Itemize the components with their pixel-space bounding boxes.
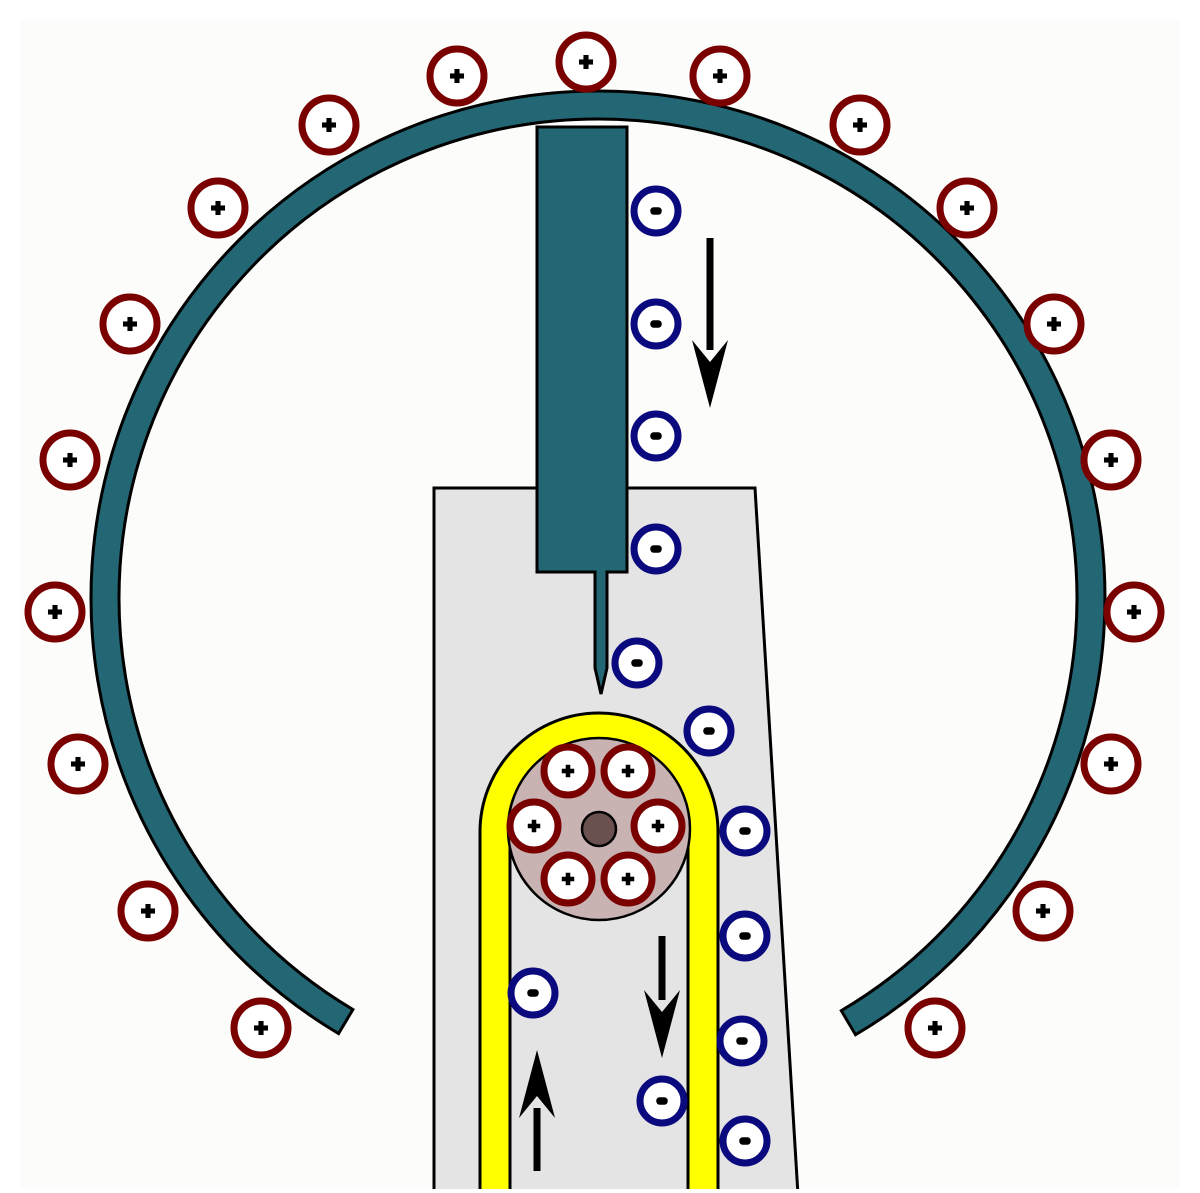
positive-charge xyxy=(117,880,179,942)
positive-charge xyxy=(230,997,292,1059)
negative-charge xyxy=(507,967,559,1019)
negative-charge xyxy=(719,805,771,857)
negative-charge xyxy=(630,410,682,462)
plus-sign-vertical xyxy=(583,54,589,70)
minus-sign xyxy=(650,545,662,553)
positive-charge xyxy=(540,743,596,799)
negative-charge xyxy=(611,637,663,689)
positive-charge xyxy=(1012,880,1074,942)
plus-sign-vertical xyxy=(1108,452,1114,468)
roller-hub xyxy=(580,810,618,848)
plus-sign-vertical xyxy=(326,117,332,133)
positive-charge xyxy=(47,733,109,795)
plus-sign-vertical xyxy=(52,604,58,620)
arrow-head xyxy=(692,340,728,408)
minus-sign xyxy=(650,432,662,440)
plus-sign-vertical xyxy=(145,903,151,919)
minus-sign xyxy=(631,659,643,667)
plus-sign-vertical xyxy=(258,1020,264,1036)
positive-charge xyxy=(540,851,596,907)
plus-sign-vertical xyxy=(565,764,571,778)
plus-sign-vertical xyxy=(932,1020,938,1036)
positive-charge xyxy=(904,997,966,1059)
minus-sign xyxy=(739,827,751,835)
minus-sign xyxy=(736,1037,748,1045)
plus-sign-vertical xyxy=(215,200,221,216)
positive-charge xyxy=(506,798,562,854)
positive-charge xyxy=(630,798,686,854)
positive-charge xyxy=(1103,581,1165,643)
minus-sign xyxy=(656,1097,668,1105)
plus-sign-vertical xyxy=(964,200,970,216)
plus-sign-vertical xyxy=(717,68,723,84)
plus-sign-vertical xyxy=(655,819,661,833)
arrow-head xyxy=(519,1050,555,1118)
positive-charge xyxy=(555,31,617,93)
plus-sign-vertical xyxy=(67,452,73,468)
negative-charge xyxy=(716,1015,768,1067)
positive-charge xyxy=(187,177,249,239)
positive-charge xyxy=(600,851,656,907)
positive-charge xyxy=(99,293,161,355)
up-arrow-icon xyxy=(519,1050,555,1171)
positive-charge xyxy=(1023,293,1085,355)
plus-sign-vertical xyxy=(1108,756,1114,772)
arrow-head xyxy=(644,990,680,1058)
negative-charge xyxy=(630,523,682,575)
plus-sign-vertical xyxy=(625,872,631,886)
positive-charge xyxy=(600,743,656,799)
minus-sign xyxy=(650,207,662,215)
positive-charge xyxy=(24,581,86,643)
positive-charge xyxy=(39,429,101,491)
positive-charge xyxy=(1080,733,1142,795)
negative-charge xyxy=(636,1075,688,1127)
collector-comb xyxy=(535,125,629,695)
charge-belt xyxy=(481,714,717,1193)
positive-charge xyxy=(936,177,998,239)
plus-sign-vertical xyxy=(75,756,81,772)
plus-sign-vertical xyxy=(531,819,537,833)
plus-sign-vertical xyxy=(625,764,631,778)
positive-charge xyxy=(426,45,488,107)
minus-sign xyxy=(650,320,662,328)
plus-sign-vertical xyxy=(1040,903,1046,919)
positive-charge xyxy=(829,94,891,156)
minus-sign xyxy=(703,727,715,735)
plus-sign-vertical xyxy=(565,872,571,886)
plus-sign-vertical xyxy=(1051,316,1057,332)
down-arrow-icon xyxy=(692,238,728,408)
positive-charge xyxy=(298,94,360,156)
positive-charge xyxy=(1080,429,1142,491)
negative-charge xyxy=(630,298,682,350)
down-arrow-icon xyxy=(644,936,680,1058)
minus-sign xyxy=(739,932,751,940)
positive-charge xyxy=(689,45,751,107)
negative-charge xyxy=(683,705,735,757)
negative-charge xyxy=(719,1115,771,1167)
hollow-sphere-terminal xyxy=(89,89,1107,1037)
minus-sign xyxy=(739,1137,751,1145)
negative-charge xyxy=(719,910,771,962)
plus-sign-vertical xyxy=(454,68,460,84)
plus-sign-vertical xyxy=(127,316,133,332)
plus-sign-vertical xyxy=(1131,604,1137,620)
plus-sign-vertical xyxy=(857,117,863,133)
minus-sign xyxy=(527,989,539,997)
negative-charge xyxy=(630,185,682,237)
